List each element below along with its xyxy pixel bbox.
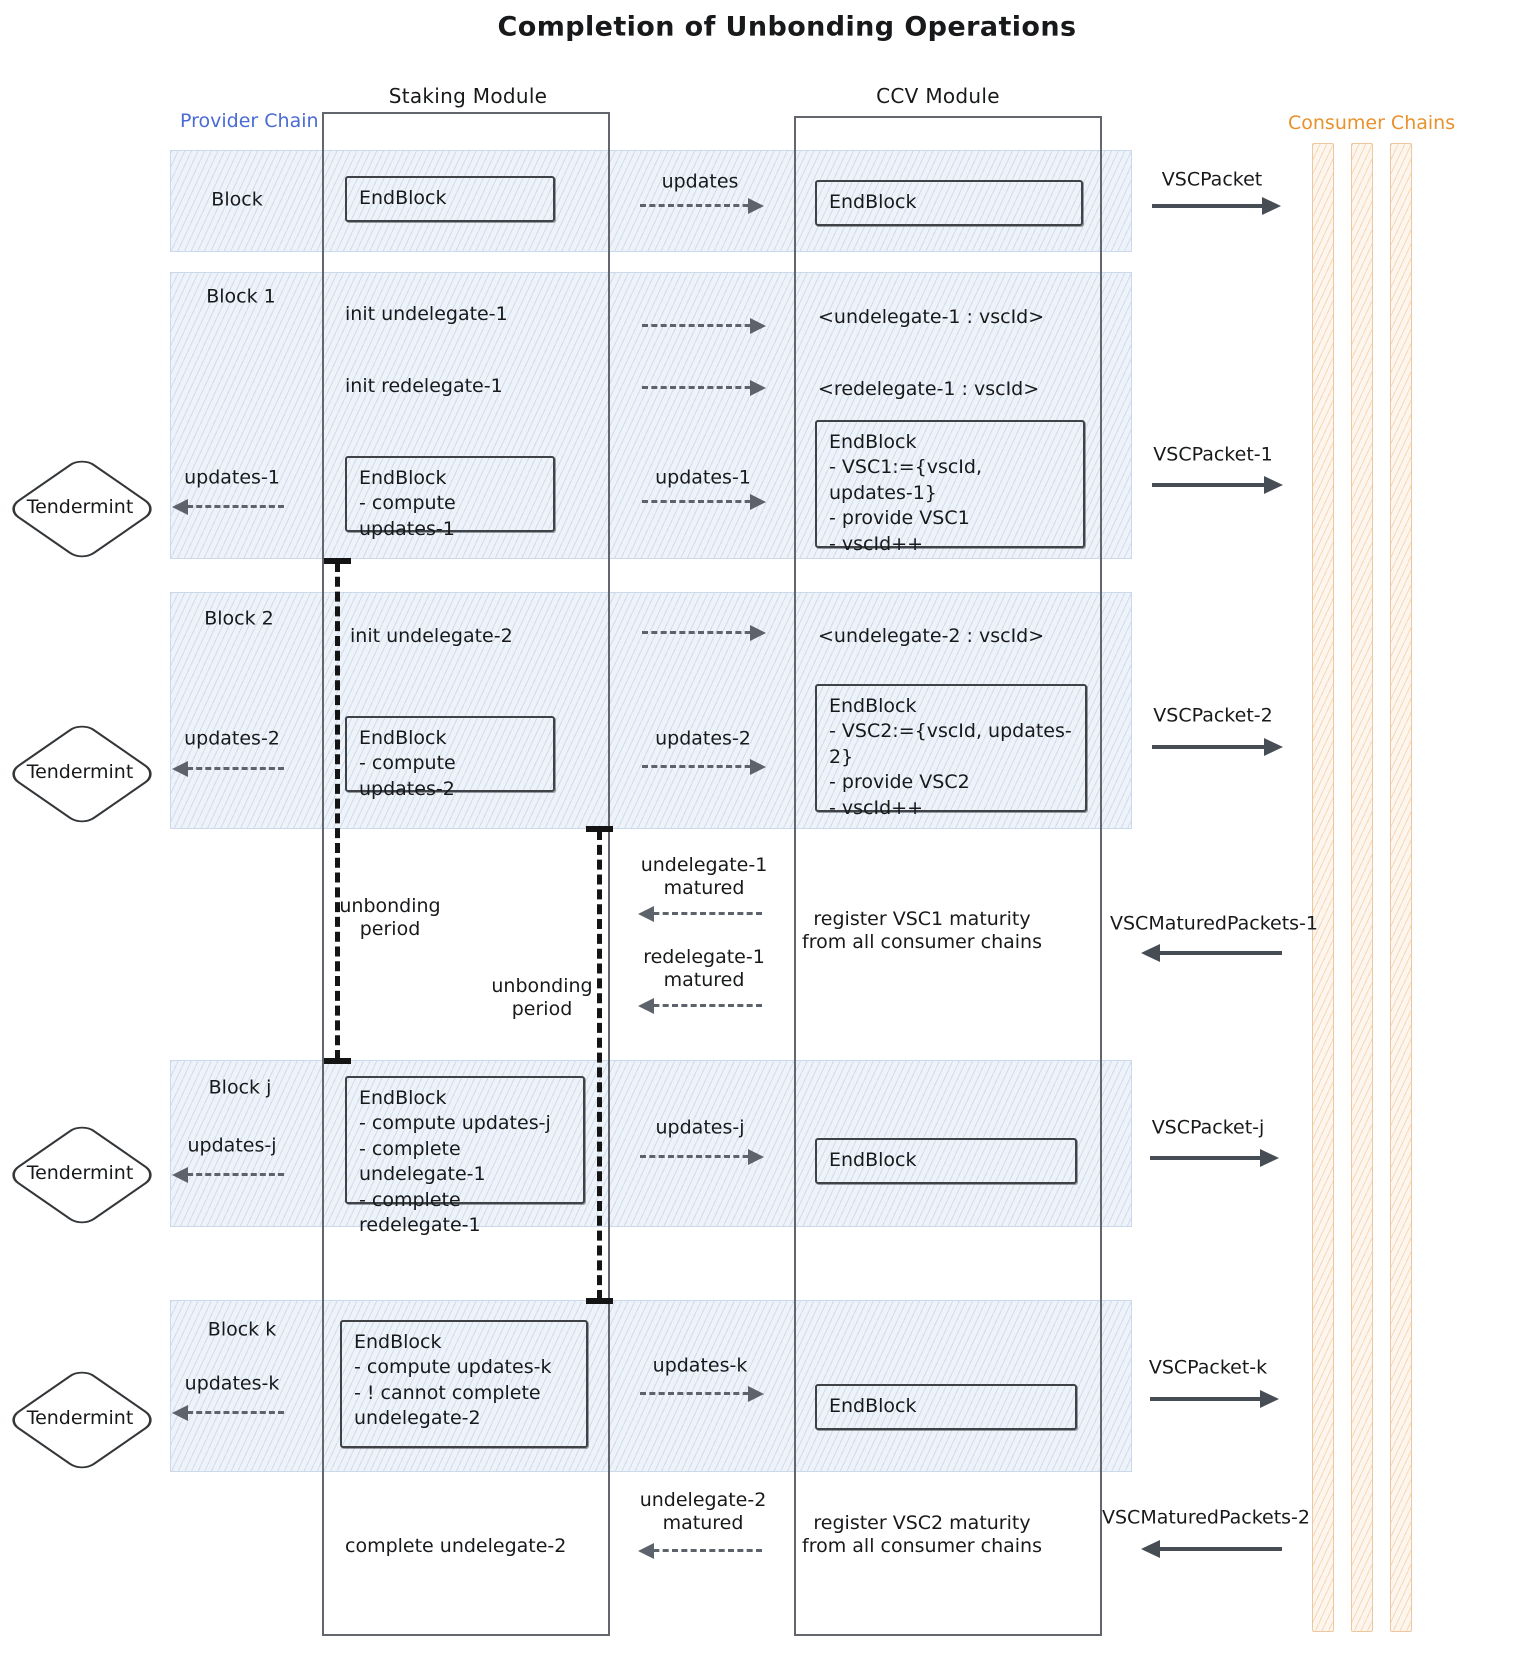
undelegate2-matured-arrow-left-icon xyxy=(638,1543,762,1559)
vscmaturedpackets1-label: VSCMaturedPackets-1 xyxy=(1110,912,1318,935)
provider-chain-label: Provider Chain xyxy=(180,110,319,132)
staking-endblock-box: EndBlock xyxy=(345,176,555,222)
updates-arrow-right-icon xyxy=(640,198,764,214)
undelegate1-map-label: <undelegate-1 : vscId> xyxy=(818,306,1045,328)
tendermint-label: Tendermint xyxy=(26,761,134,783)
vscpacketj-arrow-right-icon xyxy=(1150,1149,1279,1167)
vscpacket1-arrow-right-icon xyxy=(1152,476,1283,494)
updates1-arrow-right-icon xyxy=(642,494,766,510)
updates1-arrow-left-icon xyxy=(172,499,284,515)
unbonding-period-line-1 xyxy=(324,558,351,1064)
vscpacketk-arrow-right-icon xyxy=(1150,1390,1279,1408)
ccv-endblock-box: EndBlock - VSC1:={vscId, updates-1} - pr… xyxy=(815,420,1085,555)
consumer-chain-stripe xyxy=(1312,143,1334,1632)
updates2-arrow-left-icon xyxy=(172,761,284,777)
undelegate2-matured-label: undelegate-2 matured xyxy=(639,1488,767,1534)
vscmaturedpackets2-arrow-left-icon xyxy=(1141,1540,1282,1558)
tendermint-node: Tendermint xyxy=(4,716,160,828)
updatesk-arrow-left-icon xyxy=(172,1405,284,1421)
unbonding-period-label-1: unbonding period xyxy=(339,894,441,940)
vscpacket2-arrow-right-icon xyxy=(1152,738,1283,756)
updates2-left-label: updates-2 xyxy=(184,727,280,750)
tendermint-node: Tendermint xyxy=(4,1117,160,1229)
staking-endblock-box: EndBlock - compute updates-2 xyxy=(345,716,555,800)
staking-endblock-box: EndBlock - compute updates-k - ! cannot … xyxy=(340,1320,588,1448)
updatesj-arrow-right-icon xyxy=(640,1149,764,1165)
updates1-right-label: updates-1 xyxy=(655,466,751,489)
updates2-right-label: updates-2 xyxy=(655,727,751,750)
tendermint-label: Tendermint xyxy=(26,1407,134,1429)
tendermint-node: Tendermint xyxy=(4,1362,160,1474)
staking-endblock-box: EndBlock - compute updates-j - complete … xyxy=(345,1076,585,1236)
redelegate1-matured-label: redelegate-1 matured xyxy=(643,945,765,991)
blockk-band xyxy=(170,1300,1132,1472)
consumer-chains-label: Consumer Chains xyxy=(1288,112,1456,134)
vscmaturedpackets2-label: VSCMaturedPackets-2 xyxy=(1102,1506,1310,1529)
updatesj-arrow-left-icon xyxy=(172,1167,284,1183)
vscpacket-arrow-right-icon xyxy=(1152,197,1281,215)
updates1-left-label: updates-1 xyxy=(184,466,280,489)
undelegate2-map-label: <undelegate-2 : vscId> xyxy=(818,625,1045,647)
updatesk-arrow-right-icon xyxy=(640,1386,764,1402)
undelegate2-arrow-right-icon xyxy=(642,625,766,641)
redelegate1-arrow-right-icon xyxy=(642,380,766,396)
undelegate1-matured-arrow-left-icon xyxy=(638,906,762,922)
staking-endblock-box: EndBlock - compute updates-1 xyxy=(345,456,555,540)
updates-label: updates xyxy=(661,170,739,193)
tendermint-label: Tendermint xyxy=(26,1162,134,1184)
ccv-module-column xyxy=(794,116,1102,1636)
vscpacket1-label: VSCPacket-1 xyxy=(1153,443,1273,466)
vscpacket2-label: VSCPacket-2 xyxy=(1153,704,1273,727)
page-title: Completion of Unbonding Operations xyxy=(497,11,1077,43)
blockk-label: Block k xyxy=(207,1318,277,1341)
blockj-band xyxy=(170,1060,1132,1227)
undelegate1-matured-label: undelegate-1 matured xyxy=(640,853,768,899)
ccv-endblock-box: EndBlock xyxy=(815,180,1083,226)
updatesj-left-label: updates-j xyxy=(187,1134,277,1157)
blockj-label: Block j xyxy=(208,1076,272,1099)
tendermint-node: Tendermint xyxy=(4,451,160,563)
consumer-chain-stripe xyxy=(1351,143,1373,1632)
updatesk-left-label: updates-k xyxy=(184,1372,280,1395)
tendermint-label: Tendermint xyxy=(26,496,134,518)
unbonding-period-label-2: unbonding period xyxy=(491,974,593,1020)
block1-band xyxy=(170,272,1132,559)
vscpacket-label: VSCPacket xyxy=(1161,168,1263,191)
undelegate1-arrow-right-icon xyxy=(642,318,766,334)
staking-module-column xyxy=(322,112,610,1636)
ccv-endblock-box: EndBlock - VSC2:={vscId, updates-2} - pr… xyxy=(815,684,1087,819)
unbonding-period-line-2 xyxy=(586,826,613,1304)
redelegate1-map-label: <redelegate-1 : vscId> xyxy=(818,378,1040,400)
init-redelegate1-label: init redelegate-1 xyxy=(345,375,503,397)
vscmaturedpackets1-arrow-left-icon xyxy=(1141,944,1282,962)
updates2-arrow-right-icon xyxy=(642,759,766,775)
block2-label: Block 2 xyxy=(204,607,274,630)
register-vsc1-maturity-label: register VSC1 maturity from all consumer… xyxy=(802,907,1042,953)
staking-module-header: Staking Module xyxy=(388,83,548,108)
vscpacketk-label: VSCPacket-k xyxy=(1148,1356,1268,1379)
init-undelegate2-label: init undelegate-2 xyxy=(350,625,513,647)
updatesj-right-label: updates-j xyxy=(655,1116,745,1139)
block-label: Block xyxy=(211,188,263,211)
updatesk-right-label: updates-k xyxy=(652,1354,748,1377)
consumer-chain-stripe xyxy=(1390,143,1412,1632)
redelegate1-matured-arrow-left-icon xyxy=(638,998,762,1014)
ccv-endblock-box: EndBlock xyxy=(815,1384,1077,1430)
complete-undelegate2-label: complete undelegate-2 xyxy=(345,1535,567,1557)
register-vsc2-maturity-label: register VSC2 maturity from all consumer… xyxy=(802,1511,1042,1557)
block-band xyxy=(170,150,1132,252)
init-undelegate1-label: init undelegate-1 xyxy=(345,303,508,325)
ccv-module-header: CCV Module xyxy=(876,83,1000,108)
ccv-endblock-box: EndBlock xyxy=(815,1138,1077,1184)
vscpacketj-label: VSCPacket-j xyxy=(1151,1116,1265,1139)
block1-label: Block 1 xyxy=(206,285,276,308)
